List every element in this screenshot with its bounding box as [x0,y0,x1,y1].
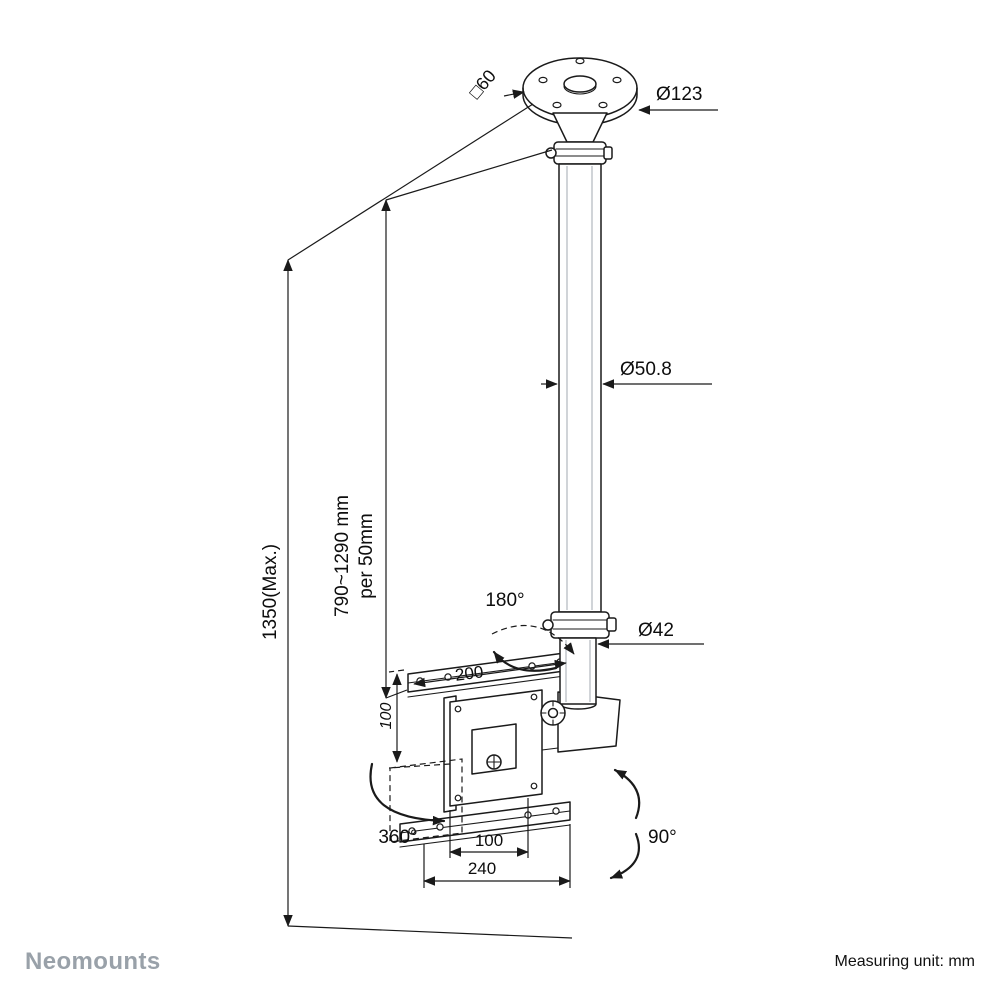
label-rail-width: 200 [454,662,485,685]
label-plate-diameter: Ø123 [656,84,702,105]
label-vesa-horizontal: 100 [475,831,503,850]
leader-plate-square [503,89,525,99]
dim-vesa-vertical [388,669,451,769]
dim-bracket-width [423,824,571,888]
label-bracket-width: 240 [468,859,496,878]
label-rotation-360: 360° [378,827,417,848]
label-pole-diameter: Ø50.8 [620,359,672,380]
vesa-center-plate [449,689,543,807]
label-total-height: 1350(Max.) [260,544,281,640]
pivot-bracket [557,691,621,753]
label-tube-diameter: Ø42 [638,620,674,641]
brand-logo: Neomounts [25,948,161,975]
dimension-lines [283,89,718,939]
rotation-360-arrow [369,758,463,843]
swivel-joint [540,700,566,726]
drop-tube [559,637,597,710]
center-hole [563,75,597,93]
labels: □60 Ø123 Ø50.8 1350(Max.) 790~1290 mm pe… [260,66,702,878]
tilt-90-arrows [609,768,641,880]
label-plate-square: □60 [465,66,500,103]
measuring-unit-note: Measuring unit: mm [835,953,976,970]
label-height-range: 790~1290 mm [332,495,353,617]
dim-total-height [283,103,573,939]
label-tilt-90: 90° [648,827,677,848]
main-pole [558,163,602,613]
label-vesa-vertical: 100 [378,703,395,730]
vesa-top-rail [407,651,573,698]
pole-assembly [522,57,638,753]
ceiling-plate [522,57,638,126]
plate-cone [552,112,608,143]
lower-clamp [542,611,617,639]
label-height-step: per 50mm [356,513,377,599]
footer: Neomounts Measuring unit: mm [25,948,975,975]
dim-rail-width [413,659,567,688]
label-swivel-180: 180° [485,590,524,611]
dim-vesa-horizontal [449,798,529,858]
dim-height-range [381,149,553,699]
swivel-180-arrow [491,624,575,672]
upper-clamp [545,141,613,165]
